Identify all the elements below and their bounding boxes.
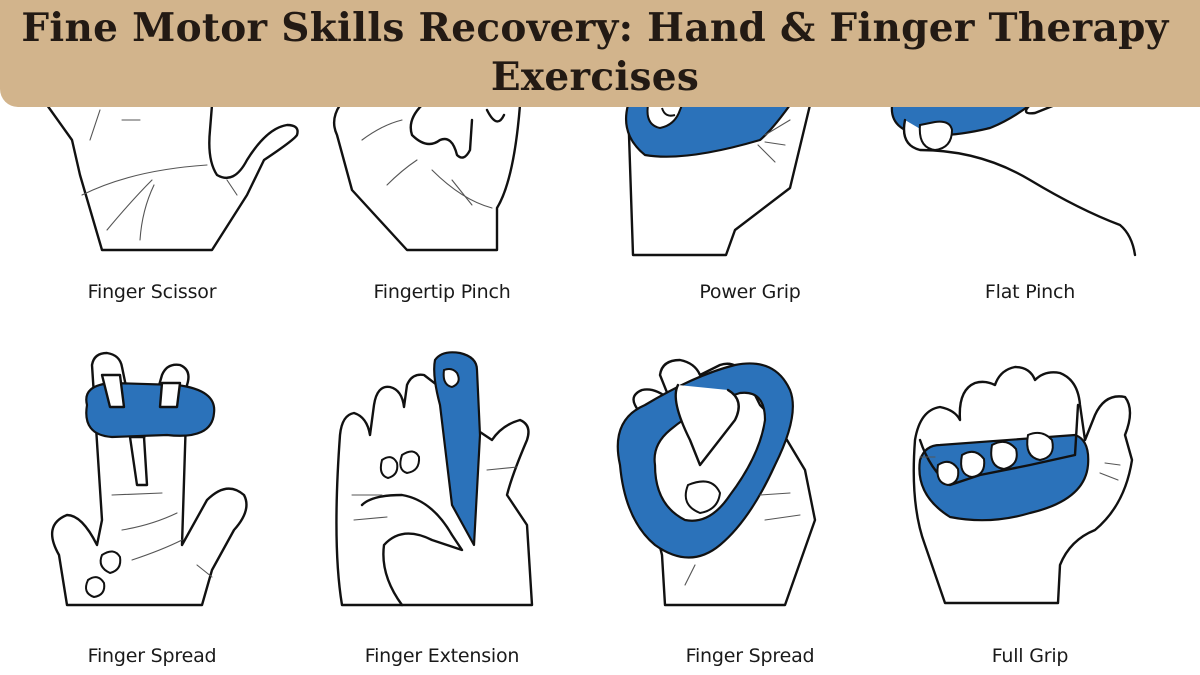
exercise-label: Power Grip [699, 281, 801, 303]
exercise-card-finger-extension: Finger Extension [292, 345, 592, 675]
finger-scissor-hand-icon [45, 103, 299, 252]
exercise-label: Finger Extension [364, 645, 520, 667]
fingertip-pinch-hand-icon [332, 103, 522, 252]
exercise-card-full-grip: Full Grip [880, 345, 1180, 675]
exercise-card-power-grip: Power Grip [600, 100, 900, 320]
exercise-card-finger-scissor: Finger Scissor [2, 100, 302, 320]
finger-spread-ring-hand-icon [616, 358, 817, 607]
finger-spread-band-hand-icon [50, 351, 248, 607]
exercise-label: Finger Spread [87, 645, 217, 667]
exercise-label: Fingertip Pinch [373, 281, 511, 303]
power-grip-hand-icon [624, 103, 812, 257]
exercise-label: Finger Spread [685, 645, 815, 667]
title-banner: Fine Motor Skills Recovery: Hand & Finge… [0, 0, 1200, 107]
exercise-card-finger-spread-ring: Finger Spread [600, 345, 900, 675]
exercise-label: Flat Pinch [984, 281, 1076, 303]
exercise-card-flat-pinch: Flat Pinch [880, 100, 1180, 320]
full-grip-hand-icon [912, 365, 1134, 605]
flat-pinch-hand-icon [890, 103, 1137, 257]
exercise-card-finger-spread-band: Finger Spread [2, 345, 302, 675]
exercise-label: Full Grip [991, 645, 1069, 667]
finger-extension-hand-icon [335, 351, 534, 607]
exercise-card-fingertip-pinch: Fingertip Pinch [292, 100, 592, 320]
exercise-label: Finger Scissor [87, 281, 217, 303]
page-title: Fine Motor Skills Recovery: Hand & Finge… [21, 5, 1169, 100]
